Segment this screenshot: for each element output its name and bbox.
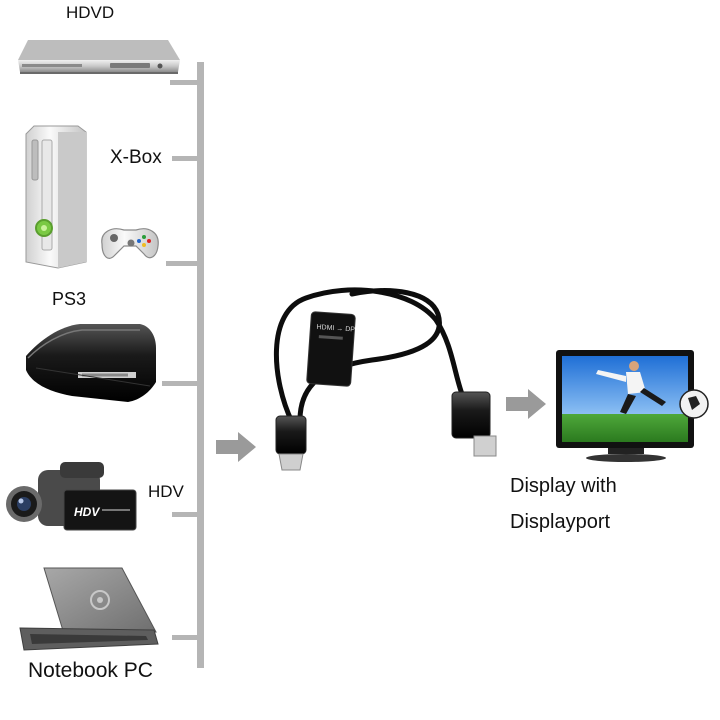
controller-icon <box>101 228 159 259</box>
label-hdv: HDV <box>148 482 184 501</box>
camcorder-screen-text: HDV <box>74 505 100 519</box>
target-label-line2: Displayport <box>510 511 611 533</box>
cable-converter-label: HDMI → DP <box>316 324 355 334</box>
dvd-player-icon <box>18 40 180 74</box>
bus-tick-laptop <box>172 635 200 640</box>
bus-tick-controller <box>166 261 200 266</box>
output-arrow <box>506 389 546 419</box>
label-notebook-pc: Notebook PC <box>28 659 153 682</box>
bus-tick-hdvd <box>170 80 200 85</box>
xbox-console-icon <box>25 125 87 269</box>
hdmi-plug-icon <box>275 415 307 455</box>
bus-tick-xbox <box>172 156 200 161</box>
displayport-plug-icon <box>451 391 491 439</box>
input-arrow <box>216 432 256 462</box>
monitor-icon <box>556 350 709 462</box>
bus-tick-ps3 <box>162 381 200 386</box>
laptop-icon <box>19 567 159 651</box>
label-ps3: PS3 <box>52 289 87 309</box>
hdmi-to-displayport-cable: HDMI → DP <box>273 287 497 471</box>
camcorder-icon: HDV <box>6 462 137 531</box>
ps3-console-icon <box>26 324 156 402</box>
label-hdvd: HDVD <box>66 3 115 22</box>
label-xbox: X-Box <box>110 147 162 168</box>
connection-bus <box>162 62 204 668</box>
bus-line <box>197 62 204 668</box>
bus-tick-hdv <box>172 512 200 517</box>
target-label-line1: Display with <box>510 475 617 497</box>
